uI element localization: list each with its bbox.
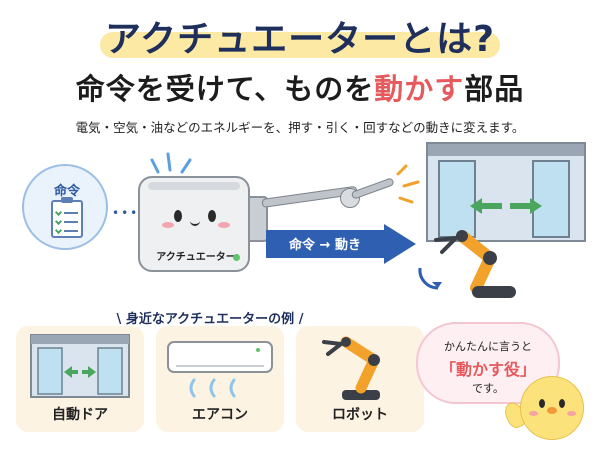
- actuator-box: アクチュエーター: [138, 176, 250, 272]
- example-card-robot: ロボット: [296, 326, 424, 432]
- example-label: エアコン: [192, 407, 248, 423]
- command-to-motion-arrow: [266, 224, 416, 264]
- rod-end: [350, 177, 395, 200]
- eye-icon: [174, 210, 182, 222]
- door-slide-arrow-icon: [470, 198, 542, 214]
- robot-arm-icon: [418, 230, 497, 294]
- command-bubble: 命令: [22, 164, 108, 250]
- page-title: アクチュエーターとは?: [104, 19, 496, 60]
- speech-line-2: 「動かす役」: [439, 360, 536, 379]
- example-card-auto-door: 自動ドア: [16, 326, 144, 432]
- command-label: 命令: [53, 184, 80, 199]
- page-subtitle: 命令を受けて、ものを動かす部品: [0, 66, 600, 108]
- arrow-text: 命令 → 動き: [289, 238, 361, 253]
- example-card-aircon: エアコン: [156, 326, 284, 432]
- title-area: アクチュエーターとは?: [0, 4, 600, 64]
- subtitle-pre: 命令を受けて、ものを: [75, 72, 375, 106]
- actuator-label: アクチュエーター: [156, 252, 236, 263]
- dotted-arrow: •••▸: [112, 206, 148, 220]
- air-conditioner-icon: [167, 341, 273, 398]
- automatic-door-illustration: [426, 142, 586, 242]
- speech-line-3: です。: [472, 382, 504, 395]
- robot-arm-base: [472, 286, 516, 298]
- speech-line-1: かんたんに言うと: [444, 340, 532, 353]
- examples-title: \ 身近なアクチュエーターの例 /: [116, 312, 304, 327]
- signal-icon: [150, 152, 192, 174]
- motion-spark-icon: [396, 164, 420, 204]
- subtitle-post: 部品: [464, 72, 525, 106]
- example-label: ロボット: [332, 407, 388, 423]
- automatic-door-icon: [30, 334, 130, 398]
- clipboard-icon: [51, 197, 83, 238]
- eye-icon: [208, 210, 216, 222]
- robot-arm-icon: [322, 336, 380, 400]
- chick-mascot-icon: [520, 376, 584, 440]
- subtitle-accent: 動かす: [374, 72, 465, 106]
- description: 電気・空気・油などのエネルギーを、押す・引く・回すなどの動きに変えます。: [75, 120, 525, 135]
- led-indicator: [233, 254, 240, 261]
- example-label: 自動ドア: [52, 407, 108, 423]
- title-highlight: [100, 32, 500, 58]
